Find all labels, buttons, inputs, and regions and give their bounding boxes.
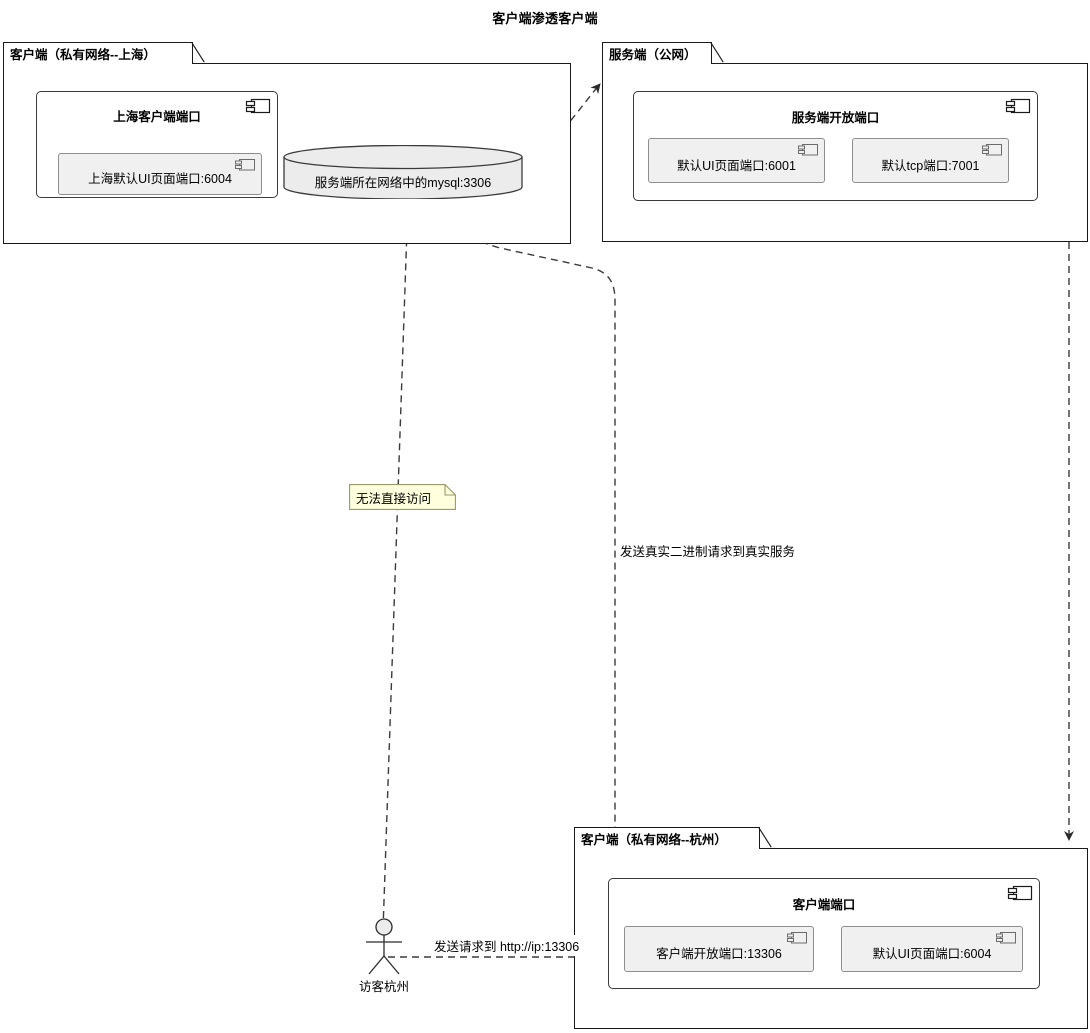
edge-actor-to-mysql xyxy=(382,199,409,931)
component-icon xyxy=(1005,98,1031,114)
edge-label-binary-request: 发送真实二进制请求到真实服务 xyxy=(618,540,798,561)
diagram-title: 客户端渗透客户端 xyxy=(492,11,598,26)
actor-label: 访客杭州 xyxy=(358,980,409,994)
component-icon xyxy=(787,932,807,944)
leaf-server-ui[interactable]: 默认UI页面端口:6001 xyxy=(648,138,825,183)
component-icon xyxy=(798,144,818,156)
node-client-hangzhou-label: 客户端（私有网络--杭州） xyxy=(581,833,727,847)
component-icon xyxy=(996,932,1016,944)
component-icon xyxy=(245,98,271,114)
node-tab-slope-icon xyxy=(710,42,724,63)
cylinder-shape xyxy=(283,144,523,200)
leaf-label: 默认UI页面端口:6001 xyxy=(677,159,796,173)
node-tab xyxy=(3,42,193,64)
edge-label-http-request: 发送请求到 http://ip:13306 xyxy=(432,935,582,956)
note-cannot-access[interactable]: 无法直接访问 xyxy=(349,484,456,510)
db-mysql[interactable]: 服务端所在网络中的mysql:3306 xyxy=(283,144,523,200)
component-hangzhou-client-port[interactable]: 客户端端口 客户端开放端口:13306 默认UI页面端口:6004 xyxy=(608,878,1040,989)
component-icon xyxy=(235,159,255,171)
node-tab-slope-icon xyxy=(191,42,205,63)
node-client-shanghai[interactable]: 客户端（私有网络--上海） 上海客户端端口 上海默认UI页面端口:6004 xyxy=(3,42,571,244)
note-text: 无法直接访问 xyxy=(356,492,432,506)
actor-visitor-hangzhou[interactable]: 访客杭州 xyxy=(358,918,410,994)
component-icon xyxy=(982,144,1002,156)
node-client-hangzhou[interactable]: 客户端（私有网络--杭州） 客户端端口 客户端开放端口:13306 xyxy=(574,827,1088,1029)
node-tab-slope-icon xyxy=(758,827,772,848)
leaf-label: 客户端开放端口:13306 xyxy=(656,947,782,961)
leaf-hangzhou-open[interactable]: 客户端开放端口:13306 xyxy=(624,926,814,972)
stick-figure-icon xyxy=(366,918,402,975)
component-server-open-port[interactable]: 服务端开放端口 默认UI页面端口:6001 默认tcp端口:7001 xyxy=(633,91,1038,201)
db-mysql-label: 服务端所在网络中的mysql:3306 xyxy=(314,176,492,190)
component-title: 客户端端口 xyxy=(792,898,856,912)
component-title: 服务端开放端口 xyxy=(791,111,880,125)
node-tab xyxy=(602,42,712,64)
component-shanghai-client-port[interactable]: 上海客户端端口 上海默认UI页面端口:6004 xyxy=(36,91,278,198)
leaf-label: 默认UI页面端口:6004 xyxy=(872,947,992,961)
node-server-public[interactable]: 服务端（公网） 服务端开放端口 默认UI页面端口:6001 默认t xyxy=(602,42,1088,242)
leaf-server-tcp[interactable]: 默认tcp端口:7001 xyxy=(852,138,1009,183)
component-title: 上海客户端端口 xyxy=(113,110,201,124)
component-icon xyxy=(1007,885,1033,901)
node-server-public-label: 服务端（公网） xyxy=(609,48,697,62)
leaf-label: 上海默认UI页面端口:6004 xyxy=(88,172,232,186)
node-client-shanghai-label: 客户端（私有网络--上海） xyxy=(10,48,156,62)
leaf-hangzhou-ui[interactable]: 默认UI页面端口:6004 xyxy=(841,926,1023,972)
leaf-label: 默认tcp端口:7001 xyxy=(881,159,980,173)
leaf-shanghai-ui[interactable]: 上海默认UI页面端口:6004 xyxy=(58,153,262,195)
